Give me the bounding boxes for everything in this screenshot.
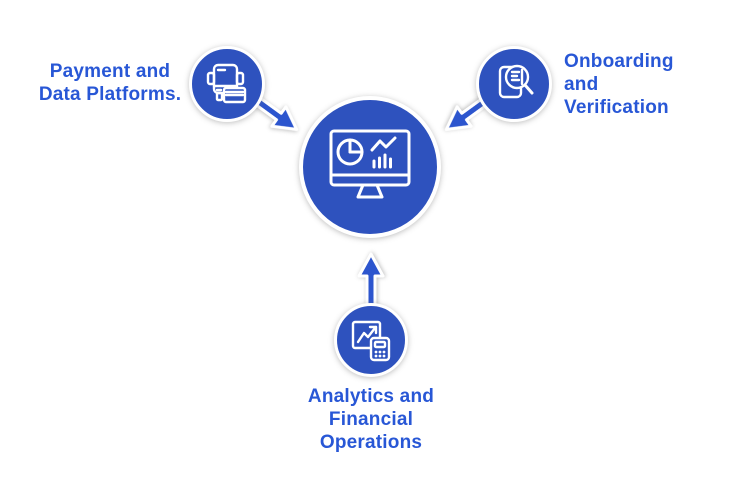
label-payment-data-platforms: Payment and Data Platforms.	[38, 61, 182, 105]
payments-node	[189, 46, 265, 122]
payment-terminal-card-icon	[203, 60, 251, 108]
label-onboarding-verification: Onboarding and Verification	[564, 51, 674, 118]
analytics-dashboard-monitor-icon	[328, 129, 412, 205]
document-magnifier-icon	[490, 60, 538, 108]
onboarding-node	[476, 46, 552, 122]
label-analytics-financial-operations: Analytics and Financial Operations	[307, 386, 435, 453]
growth-chart-calculator-icon	[347, 316, 395, 364]
center-hub-node	[299, 96, 441, 238]
analytics-node	[334, 303, 408, 377]
